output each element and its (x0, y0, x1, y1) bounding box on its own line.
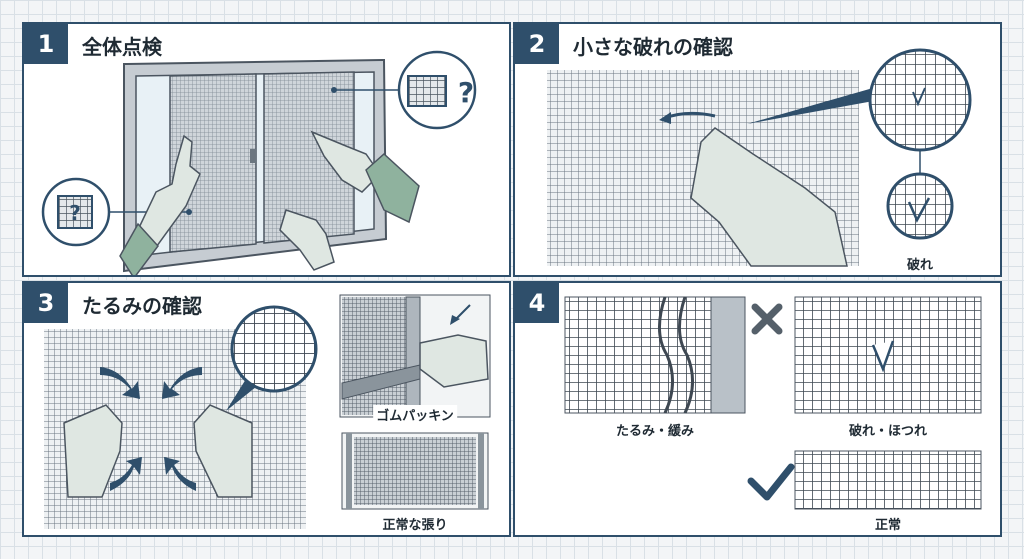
zoom-circle (230, 305, 318, 393)
panel-2-title: 小さな破れの確認 (573, 35, 733, 59)
panel-2: 2 小さな破れの確認 (513, 22, 1002, 277)
panel-1-number: 1 (24, 24, 68, 64)
normal-sample (794, 450, 982, 510)
tear-caption: 破れ (906, 258, 934, 273)
panel-3-number: 3 (24, 283, 68, 323)
tear-fray-caption: 破れ・ほつれ (848, 424, 928, 439)
question-icon-left: ? (69, 201, 81, 225)
panel-1: 1 全体点検 ? (22, 22, 511, 277)
press-arrows (100, 367, 202, 491)
glove-hand-right (193, 404, 253, 498)
glove-hand-right (310, 130, 420, 224)
glove-hand-bottom (279, 209, 335, 271)
slack-caption: たるみ・緩み (615, 424, 695, 439)
gasket-caption: ゴムパッキン (373, 405, 457, 424)
panel-4-number: 4 (515, 283, 559, 323)
panel-4: 4 たるみ・緩み (513, 281, 1002, 537)
glove-hand-left (119, 134, 201, 275)
cross-icon (751, 303, 783, 335)
window-inspection-illustration: ? ? (41, 50, 477, 275)
comparison-illustration (564, 296, 982, 510)
glove-hand-left (63, 404, 123, 498)
normal-tension-caption: 正常な張り (382, 518, 448, 533)
panel-1-title: 全体点検 (82, 35, 162, 59)
question-icon-right: ? (458, 76, 474, 109)
panel-3-title: たるみの確認 (82, 294, 202, 318)
check-icon (747, 463, 795, 501)
screen-panel-right (263, 71, 355, 244)
small-tear-illustration (547, 48, 972, 267)
panel-2-number: 2 (515, 24, 559, 64)
normal-caption: 正常 (874, 518, 902, 533)
glove-hand (690, 127, 848, 267)
glove-hand-gasket (419, 334, 489, 388)
zoom-circle-small (886, 172, 954, 240)
slack-check-illustration (44, 294, 491, 529)
panel-3: 3 たるみの確認 (22, 281, 511, 537)
